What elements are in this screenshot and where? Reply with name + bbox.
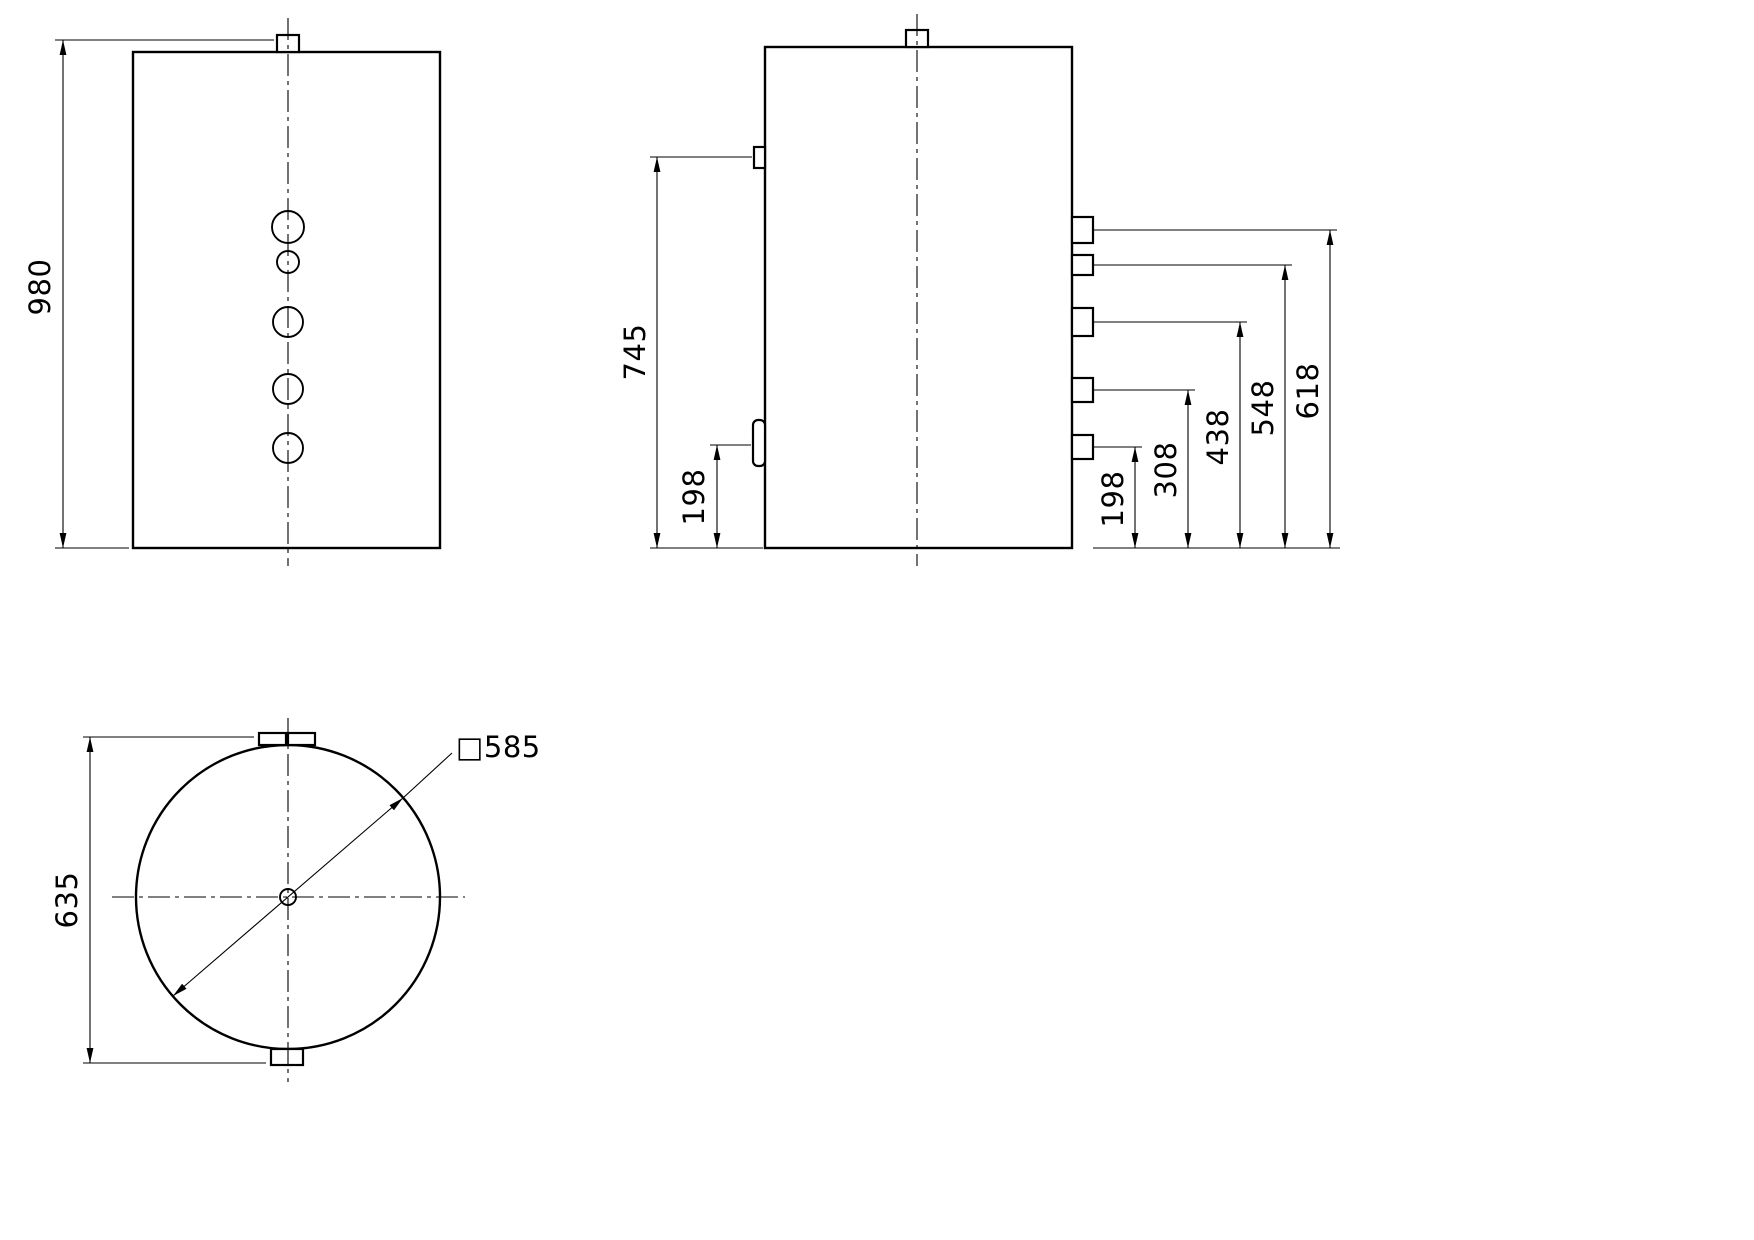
side-dim-right-548: 548 — [1093, 264, 1292, 548]
side-dim-right-198: 198 — [1093, 446, 1142, 548]
side-dim-left-745: 745 — [618, 156, 763, 549]
front-tank-outline — [131, 50, 442, 550]
side-dim-right-438: 438 — [1093, 321, 1247, 548]
side-left-upper-port — [752, 145, 767, 170]
dimension-label-198-right: 198 — [1096, 471, 1130, 528]
side-right-port-618 — [1070, 215, 1095, 245]
front-port-1 — [271, 210, 305, 244]
leader-line — [402, 752, 453, 799]
front-view: 980 — [23, 18, 442, 566]
bottom-top-connection-left — [257, 731, 288, 747]
front-port-4 — [272, 373, 304, 405]
bottom-top-connection-right — [286, 731, 317, 747]
side-right-port-438 — [1070, 306, 1095, 338]
side-dim-right-308: 308 — [1093, 389, 1195, 548]
side-right-port-308 — [1070, 376, 1095, 404]
front-port-3 — [272, 306, 304, 338]
dimension-label-548: 548 — [1246, 380, 1280, 437]
dimension-label-745: 745 — [618, 324, 652, 381]
dimension-label-980: 980 — [23, 259, 57, 316]
side-dim-left-198: 198 — [677, 444, 751, 548]
side-dim-right-618: 618 — [1093, 229, 1337, 548]
bottom-lower-connection — [269, 1047, 305, 1067]
side-left-lower-port — [751, 418, 767, 468]
dimension-label-198-left: 198 — [677, 469, 711, 526]
dimension-label-635: 635 — [50, 872, 84, 929]
dimension-label-438: 438 — [1201, 409, 1235, 466]
side-view: 745 198 198 308 438 548 — [618, 14, 1340, 566]
bottom-dim-diameter: □585 — [172, 730, 541, 997]
front-port-2 — [276, 250, 300, 274]
dimension-label-585: □585 — [456, 730, 541, 764]
bottom-view: 635 □585 — [50, 718, 541, 1082]
side-right-port-548 — [1070, 253, 1095, 277]
side-right-port-198 — [1070, 433, 1095, 461]
diameter-dimension-line — [172, 797, 404, 997]
side-tank-outline — [763, 45, 1074, 550]
front-dim-overall-height: 980 — [23, 39, 274, 549]
bottom-dim-635: 635 — [50, 736, 266, 1064]
dimension-label-618: 618 — [1291, 363, 1325, 420]
front-port-5 — [272, 432, 304, 464]
dimension-label-308: 308 — [1149, 442, 1183, 499]
